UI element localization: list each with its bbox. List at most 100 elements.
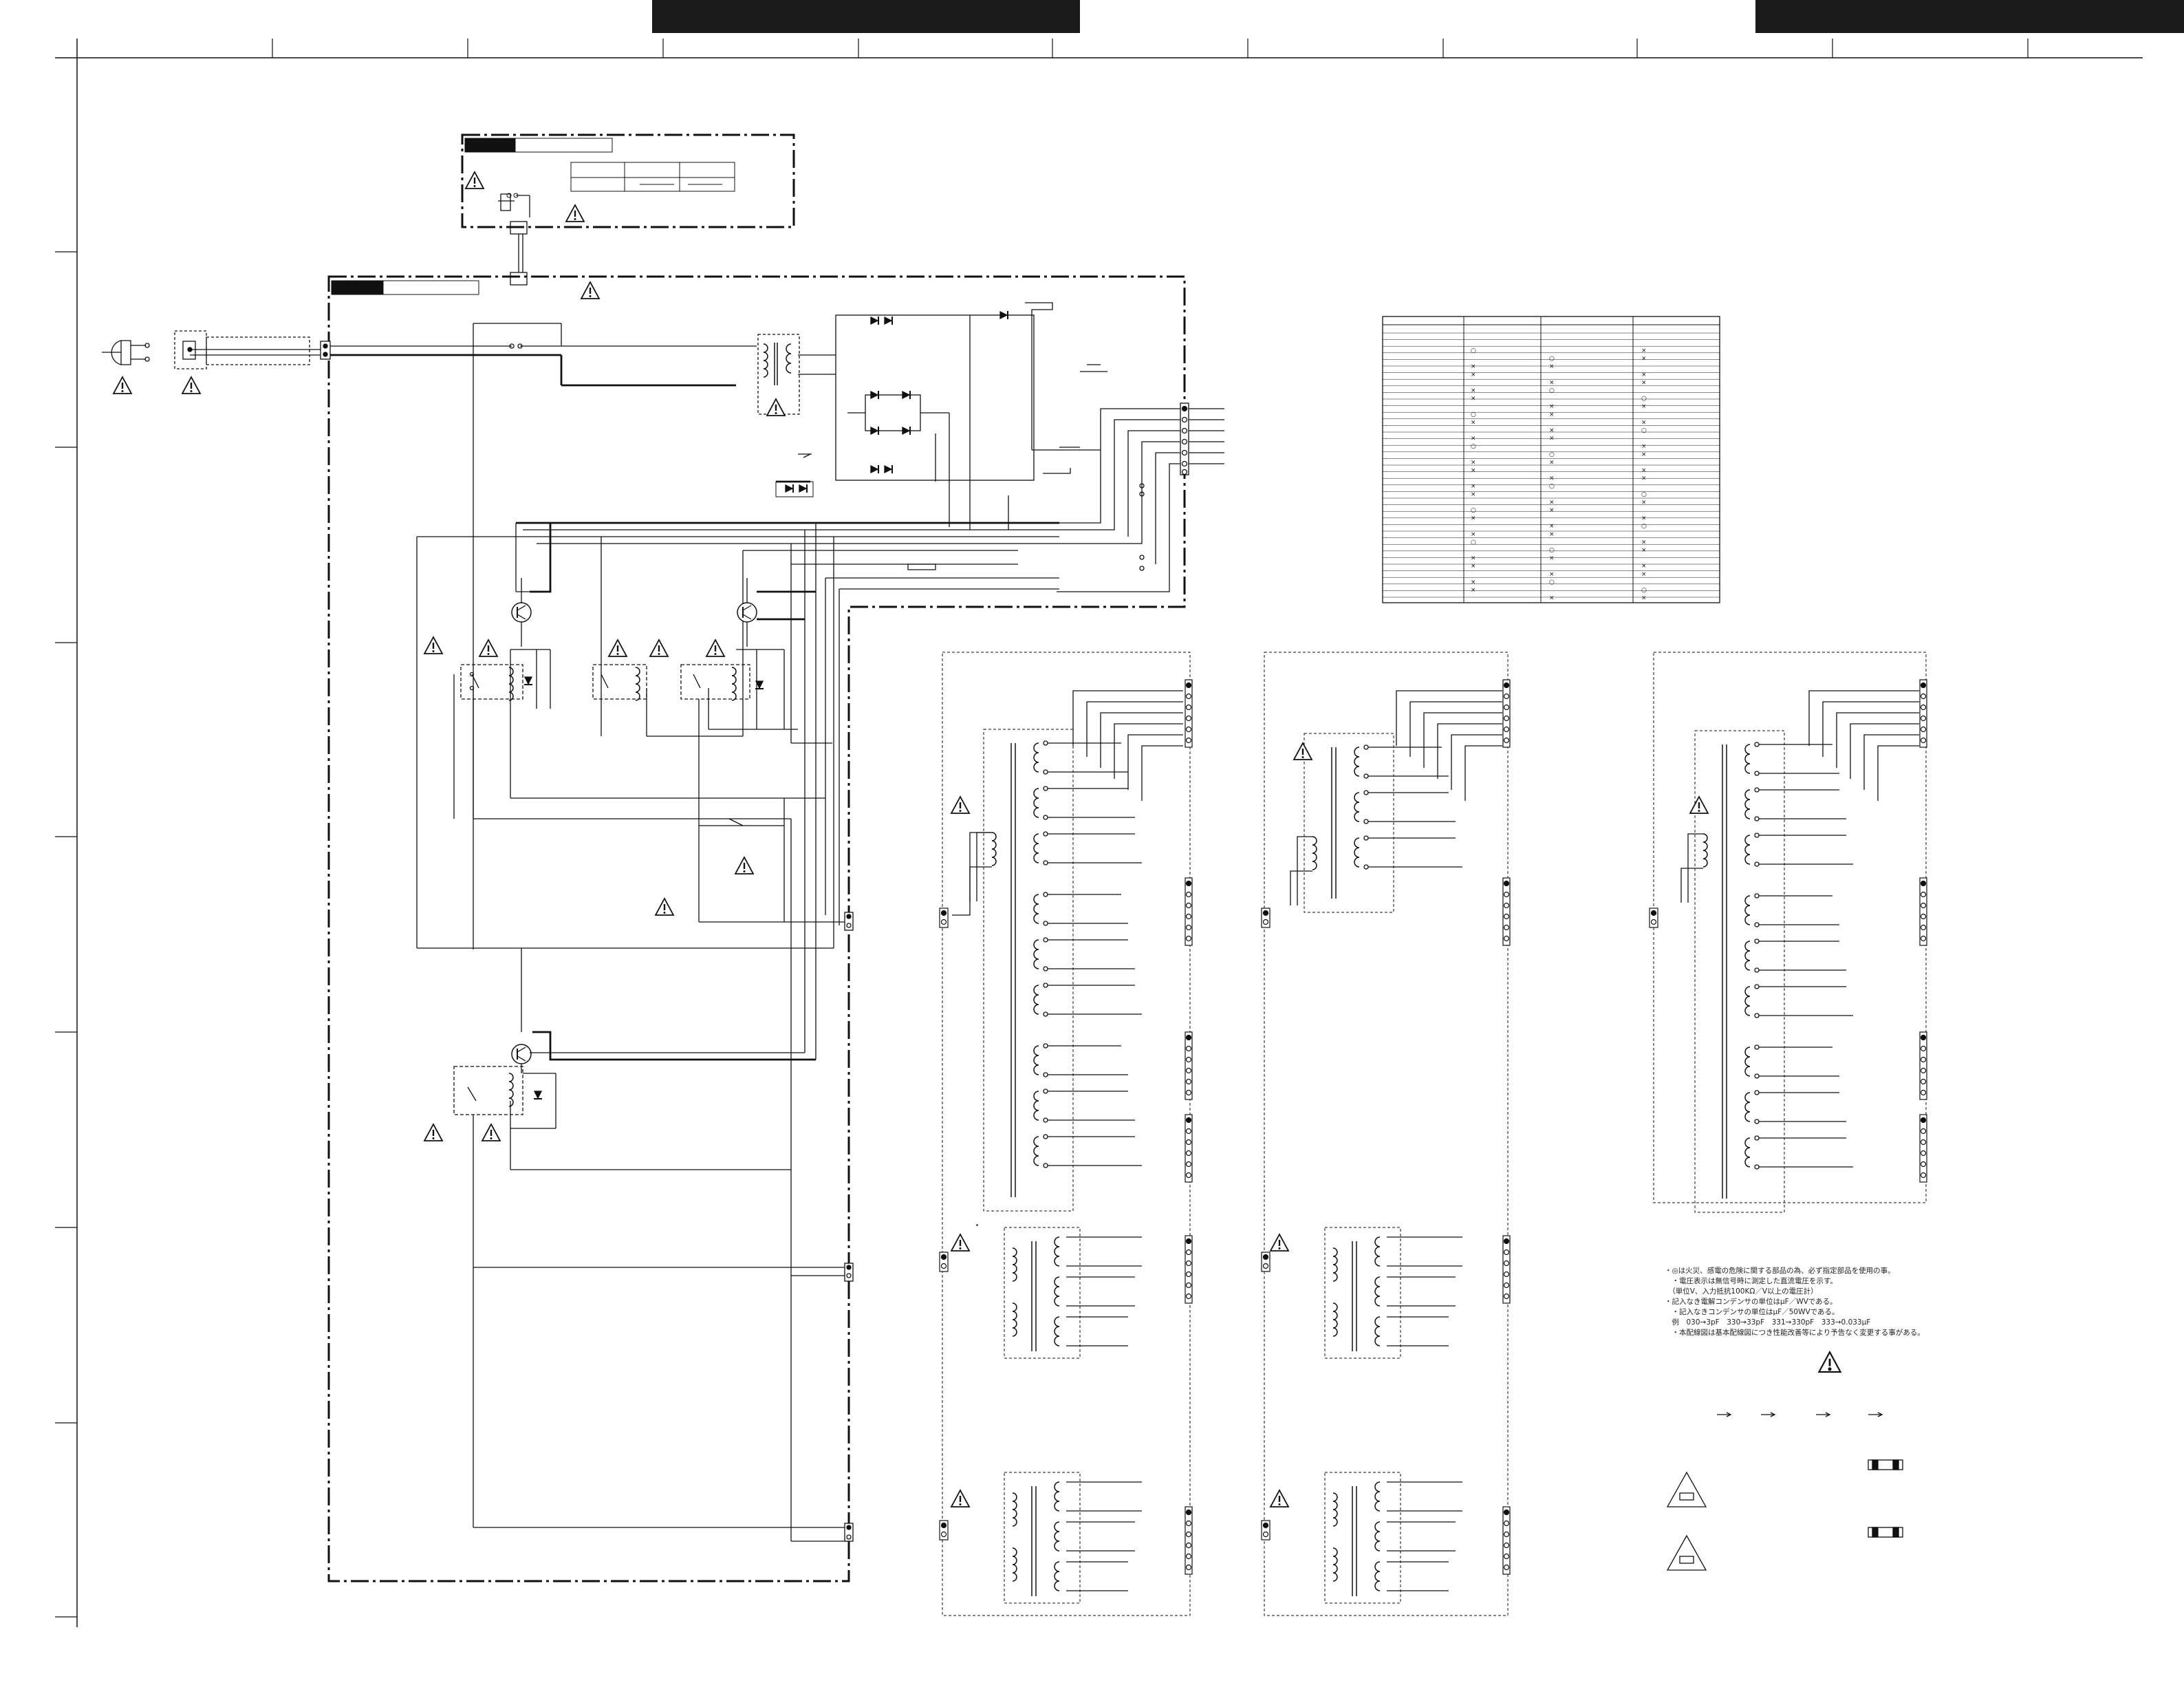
warning-triangle-icon xyxy=(950,1233,971,1252)
svg-text:×: × xyxy=(1471,587,1476,594)
signal-transformer-board xyxy=(1261,652,1511,1616)
svg-text:×: × xyxy=(1549,507,1555,514)
svg-text:×: × xyxy=(1641,499,1647,506)
warning-triangle-icon xyxy=(705,638,726,658)
warning-triangle-icon xyxy=(580,281,601,300)
svg-text:○: ○ xyxy=(1549,579,1555,586)
svg-text:×: × xyxy=(1549,427,1555,434)
schematic-notes: ・◎は火災、感電の危険に関する部品の為、必ず指定部品を使用の事。 ・電圧表示は無… xyxy=(1665,1266,2022,1338)
svg-text:×: × xyxy=(1549,436,1555,442)
svg-text:×: × xyxy=(1549,595,1555,602)
svg-text:×: × xyxy=(1549,499,1555,506)
note-line-4: ・記入なき電解コンデンサの単位はμF／WVである。 xyxy=(1665,1298,1837,1306)
svg-text:○: ○ xyxy=(1641,587,1647,594)
svg-text:×: × xyxy=(1641,571,1647,578)
svg-text:×: × xyxy=(1641,539,1647,546)
svg-text:×: × xyxy=(1641,379,1647,386)
ac-plug-icon xyxy=(117,344,118,345)
svg-text:×: × xyxy=(1471,491,1476,498)
svg-text:×: × xyxy=(1471,555,1476,562)
svg-text:○: ○ xyxy=(1471,443,1476,450)
svg-text:○: ○ xyxy=(1549,356,1555,363)
svg-text:×: × xyxy=(1641,475,1647,482)
svg-text:×: × xyxy=(1641,419,1647,426)
svg-text:×: × xyxy=(1549,531,1555,538)
warning-triangle-icon xyxy=(481,1123,501,1142)
svg-text:×: × xyxy=(1549,523,1555,530)
note-line-3: （単位V、入力抵抗100KΩ／V以上の電圧計） xyxy=(1665,1287,1818,1296)
parts-variation-table: ○×○××××××××○×○××○××××○××○×○××××××××○×○××… xyxy=(1382,316,1720,603)
svg-text:×: × xyxy=(1641,595,1647,602)
main-output-connector xyxy=(1057,403,1224,592)
control-bus xyxy=(416,522,1059,1060)
svg-text:×: × xyxy=(1549,411,1555,418)
signal-transformer-boards xyxy=(939,652,1927,1616)
warning-triangle-icon xyxy=(654,897,675,916)
svg-text:×: × xyxy=(1471,483,1476,490)
svg-text:×: × xyxy=(1641,547,1647,554)
svg-text:×: × xyxy=(1471,363,1476,370)
svg-text:×: × xyxy=(1549,403,1555,410)
warning-triangle-icon xyxy=(1269,1489,1290,1508)
header-bar-left xyxy=(652,0,1080,33)
warning-triangle-icon xyxy=(1269,1233,1290,1252)
svg-text:○: ○ xyxy=(1471,411,1476,418)
svg-text:×: × xyxy=(1471,579,1476,586)
svg-text:○: ○ xyxy=(1549,451,1555,458)
svg-text:×: × xyxy=(1471,387,1476,394)
svg-text:×: × xyxy=(1549,555,1555,562)
power-supply-board xyxy=(327,221,1186,1582)
svg-text:×: × xyxy=(1549,475,1555,482)
sheet-frame xyxy=(55,39,2143,1627)
note-line-1: ・◎は火災、感電の危険に関する部品の為、必ず指定部品を使用の事。 xyxy=(1665,1267,1895,1275)
svg-text:○: ○ xyxy=(1641,396,1647,403)
svg-text:×: × xyxy=(1549,571,1555,578)
svg-text:×: × xyxy=(1641,347,1647,354)
svg-text:×: × xyxy=(1471,515,1476,522)
rectifier-section xyxy=(775,302,1107,530)
svg-text:○: ○ xyxy=(1641,491,1647,498)
svg-text:×: × xyxy=(1549,379,1555,386)
svg-text:×: × xyxy=(1641,451,1647,458)
svg-text:×: × xyxy=(1641,563,1647,570)
relay-driver-1 xyxy=(453,523,825,819)
svg-text:×: × xyxy=(1641,443,1647,450)
svg-text:×: × xyxy=(1471,467,1476,474)
svg-text:×: × xyxy=(1471,436,1476,442)
warning-triangle-icon xyxy=(1293,742,1313,761)
svg-text:○: ○ xyxy=(1471,539,1476,546)
warning-triangle-icon xyxy=(1689,795,1709,815)
svg-text:○: ○ xyxy=(1471,507,1476,514)
warning-icons xyxy=(112,171,1709,1508)
svg-text:×: × xyxy=(1641,372,1647,378)
warning-triangle-icon xyxy=(607,638,628,658)
svg-text:○: ○ xyxy=(1549,547,1555,554)
svg-text:×: × xyxy=(1641,515,1647,522)
note-line-6: 例 030→3pF 330→33pF 331→330pF 333→0.033μF xyxy=(1665,1318,1871,1327)
svg-text:○: ○ xyxy=(1641,523,1647,530)
warning-triangle-icon xyxy=(565,204,585,223)
warning-triangle-icon xyxy=(423,1123,444,1142)
main-transformer xyxy=(757,334,800,415)
svg-text:×: × xyxy=(1549,459,1555,466)
note-line-2: ・電圧表示は無信号時に測定した直流電圧を示す。 xyxy=(1665,1277,1837,1285)
svg-text:×: × xyxy=(1471,419,1476,426)
warning-triangle-icon xyxy=(464,171,485,190)
signal-transformer-board xyxy=(1649,652,1927,1213)
svg-text:○: ○ xyxy=(1641,427,1647,434)
warning-triangle-icon xyxy=(766,398,786,417)
svg-text:○: ○ xyxy=(1549,483,1555,490)
note-line-7: ・本配線図は基本配線図につき性能改善等により予告なく変更する事がある。 xyxy=(1665,1329,1925,1337)
warning-triangle-icon xyxy=(649,638,669,658)
ac-input-section xyxy=(102,323,757,949)
svg-text:×: × xyxy=(1471,396,1476,403)
voltage-selector-box xyxy=(461,133,795,228)
relay-driver-3 xyxy=(453,819,854,1542)
svg-text:×: × xyxy=(1471,372,1476,378)
warning-triangle-icon xyxy=(478,638,499,658)
svg-text:×: × xyxy=(1471,459,1476,466)
svg-text:○: ○ xyxy=(1549,387,1555,394)
svg-text:×: × xyxy=(1641,356,1647,363)
svg-text:○: ○ xyxy=(1471,347,1476,354)
